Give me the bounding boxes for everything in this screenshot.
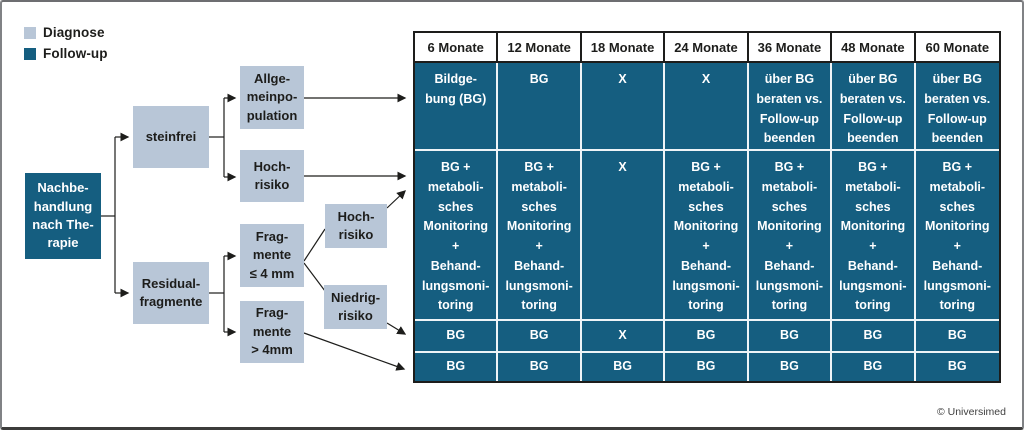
node-hochrisiko-fragmente: Hoch- risiko <box>325 204 387 248</box>
node-fragmente-gt-4mm: Frag- mente > 4mm <box>240 301 304 363</box>
table-cell: BG + metaboli- sches Monitoring + Behand… <box>415 151 499 321</box>
table-cell: BG + metaboli- sches Monitoring + Behand… <box>498 151 582 321</box>
table-header-cell: 60 Monate <box>925 39 990 55</box>
table-cell: BG + metaboli- sches Monitoring + Behand… <box>748 151 833 321</box>
table-cell: BG <box>498 63 582 151</box>
table-cell: BG <box>832 353 916 381</box>
table-cell: über BG beraten vs. Follow-up beenden <box>915 63 999 151</box>
followup-table: 6 Monate 12 Monate 18 Monate 24 Monate 3… <box>413 31 1001 383</box>
node-nachbehandlung-nach-therapie: Nachbe- handlung nach The- rapie <box>25 173 101 259</box>
table-cell: BG <box>498 353 582 381</box>
table-cell: BG <box>915 353 999 381</box>
table-header-cell: 48 Monate <box>832 33 916 61</box>
node-hochrisiko-steinfrei: Hoch- risiko <box>240 150 304 202</box>
table-cell: BG + metaboli- sches Monitoring + Behand… <box>665 151 749 321</box>
table-cell: BG <box>832 321 916 353</box>
table-header-cell: 36 Monate <box>749 33 833 61</box>
table-cell: über BG beraten vs. Follow-up beenden <box>748 63 833 151</box>
table-header-cell: 18 Monate <box>582 33 666 61</box>
table-header-cell: 24 Monate <box>665 33 749 61</box>
table-cell: X <box>581 151 666 321</box>
node-fragmente-le-4mm: Frag- mente ≤ 4 mm <box>240 224 304 287</box>
table-cell: X <box>665 63 749 151</box>
legend-item-followup: Follow-up <box>24 43 108 64</box>
table-cell: Bildge- bung (BG) <box>415 63 499 151</box>
table-cell: BG <box>665 353 749 381</box>
table-cell: BG <box>415 321 499 353</box>
node-steinfrei: steinfrei <box>133 106 209 168</box>
table-cell: BG <box>665 321 749 353</box>
table-cell: X <box>581 63 666 151</box>
table-body: Bildge- bung (BG) BG X X über BG beraten… <box>415 63 999 381</box>
table-cell: X <box>581 321 666 353</box>
legend-label: Diagnose <box>43 25 105 40</box>
legend-item-diagnose: Diagnose <box>24 22 108 43</box>
table-cell: BG <box>748 353 833 381</box>
table-cell: BG <box>915 321 999 353</box>
table-cell: BG + metaboli- sches Monitoring + Behand… <box>915 151 999 321</box>
node-niedrigrisiko: Niedrig- risiko <box>324 285 387 329</box>
table-header-row: 6 Monate 12 Monate 18 Monate 24 Monate 3… <box>415 33 999 63</box>
table-cell: BG <box>415 353 499 381</box>
node-allgemeinpopulation: Allge- meinpo- pulation <box>240 66 304 129</box>
followup-swatch-icon <box>24 47 36 60</box>
table-cell: BG <box>748 321 833 353</box>
legend-label: Follow-up <box>43 46 108 61</box>
table-cell: BG <box>498 321 582 353</box>
table-header-cell: 6 Monate <box>415 33 499 61</box>
diagnose-swatch-icon <box>24 26 36 39</box>
table-cell: über BG beraten vs. Follow-up beenden <box>832 63 916 151</box>
table-cell: BG <box>581 353 666 381</box>
table-header-cell: 12 Monate <box>498 33 582 61</box>
node-residualfragmente: Residual- fragmente <box>133 262 209 324</box>
copyright-credit: © Universimed <box>936 406 1006 418</box>
table-cell: BG + metaboli- sches Monitoring + Behand… <box>832 151 916 321</box>
legend: Diagnose Follow-up <box>24 22 108 64</box>
